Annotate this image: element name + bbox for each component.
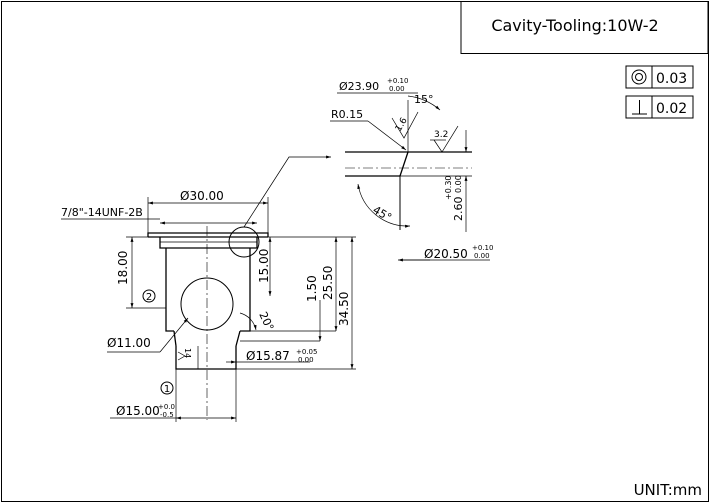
dim-h34-50: 34.50 xyxy=(337,292,351,326)
dim-d11: Ø11.00 xyxy=(107,336,151,350)
dim-r015: R0.15 xyxy=(331,108,363,121)
dim-d20-50-tol-upper: +0.10 xyxy=(472,244,493,252)
roughness-mark-3-2: 3.2 xyxy=(430,125,459,153)
dim-h15: 15.00 xyxy=(257,249,271,283)
dim-d15: Ø15.00 xyxy=(116,404,160,418)
roughness-mark-1-6: 1.6 xyxy=(391,111,419,139)
dim-d23-90-tol-upper: +0.10 xyxy=(387,77,408,85)
concentricity-value: 0.03 xyxy=(656,71,687,87)
dim-d15-87: Ø15.87 xyxy=(246,349,290,363)
dim-d23-90: Ø23.90 xyxy=(339,80,379,93)
perpendicularity-frame: 0.02 xyxy=(625,95,694,119)
dim-angle45: 45° xyxy=(371,203,394,224)
part-body xyxy=(147,155,331,420)
svg-text:14: 14 xyxy=(183,348,192,358)
dim-d15-tol-lower: -0.5 xyxy=(160,411,174,419)
dim-thread: 7/8"-14UNF-2B xyxy=(61,206,143,219)
concentricity-icon xyxy=(631,69,647,85)
dim-d15-87-tol-lower: 0.00 xyxy=(298,356,314,364)
dim-tol030-upper: +0.30 xyxy=(444,175,453,200)
dim-d30: Ø30.00 xyxy=(180,189,224,203)
perpendicularity-icon xyxy=(632,100,647,115)
svg-text:2: 2 xyxy=(146,292,152,303)
unit-label: UNIT:mm xyxy=(634,481,702,499)
dim-h25-50: 25.50 xyxy=(321,266,335,300)
svg-text:3.2: 3.2 xyxy=(434,130,448,140)
perpendicularity-value: 0.02 xyxy=(656,101,687,117)
callout-2: 2 xyxy=(142,289,156,303)
svg-text:1: 1 xyxy=(164,384,170,395)
dim-angle20: 20° xyxy=(256,310,276,333)
dim-h1-50: 1.50 xyxy=(305,275,319,302)
title-block xyxy=(460,1,709,54)
dim-h18: 18.00 xyxy=(116,251,130,285)
concentricity-frame: 0.03 xyxy=(625,65,694,89)
roughness-mark-stem: 14 xyxy=(177,348,192,361)
dim-angle15: 15° xyxy=(414,93,434,106)
dim-d20-50-tol-lower: 0.00 xyxy=(474,252,490,260)
dim-tol030-lower: 0.00 xyxy=(454,175,463,193)
dim-d15-tol-upper: +0.0 xyxy=(158,403,175,411)
dim-d15-87-tol-upper: +0.05 xyxy=(296,348,317,356)
dim-d20-50: Ø20.50 xyxy=(424,247,468,261)
drawing-title: Cavity-Tooling:10W-2 xyxy=(491,16,658,35)
dim-d23-90-tol-lower: 0.00 xyxy=(389,85,405,93)
callout-1: 1 xyxy=(160,381,174,395)
dim-h2-60: 2.60 xyxy=(452,197,465,222)
